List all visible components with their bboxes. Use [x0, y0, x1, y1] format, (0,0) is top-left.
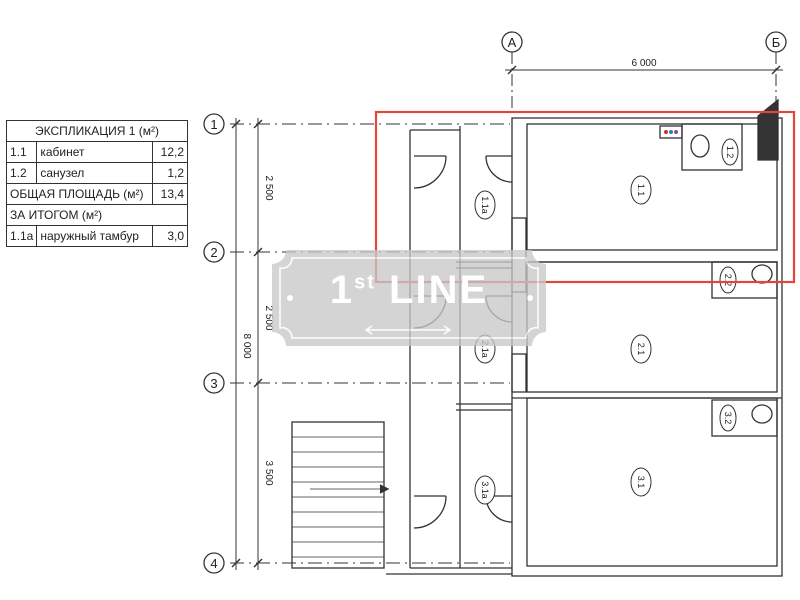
- watermark-main: 1: [329, 268, 355, 312]
- axis-bubble-2: [203, 241, 225, 263]
- highlight-frame: [374, 110, 796, 284]
- door-3-1a-outer: [413, 495, 447, 529]
- room-label-1-1: 1.1: [636, 184, 646, 197]
- watermark-word: LINE: [389, 268, 489, 312]
- row-area: 3,0: [152, 225, 188, 247]
- dim-span-1: 2 500: [263, 175, 274, 200]
- room-label-2-2: 2.2: [723, 274, 733, 287]
- watermark-sup: st: [354, 271, 376, 294]
- explication-table: ЭКСПЛИКАЦИЯ 1 (м²) 1.1 кабинет 12,2 1.2 …: [5, 120, 188, 247]
- axis-bubble-a: [501, 31, 523, 53]
- room-label-3-1: 3.1: [636, 476, 646, 489]
- toilet-icon-1: [690, 134, 710, 158]
- room-3-2-walls: [711, 399, 778, 437]
- watermark: 1st LINE: [268, 246, 550, 350]
- table-row: 1.1 кабинет 12,2: [5, 141, 188, 163]
- row-num: 1.2: [5, 162, 38, 184]
- axis-bubble-1: [203, 113, 225, 135]
- table-row: 1.2 санузел 1,2: [5, 162, 188, 184]
- row-num: 1.1а: [5, 225, 38, 247]
- room-label-3-2: 3.2: [723, 412, 733, 425]
- axis-label-3: 3: [210, 376, 217, 391]
- extra-title: ЗА ИТОГОМ (м²): [6, 204, 188, 226]
- row-area: 12,2: [152, 141, 188, 163]
- building-outline: [511, 117, 783, 577]
- axis-bubble-4: [203, 552, 225, 574]
- ramp-icon: [757, 98, 779, 161]
- axis-label-b: Б: [772, 35, 781, 50]
- stair-arrow-icon: [379, 484, 390, 494]
- axis-label-a: А: [508, 35, 517, 50]
- door-1-1a-inner: [485, 155, 513, 183]
- axis-label-1: 1: [210, 117, 217, 132]
- dim-span-3: 3 500: [263, 460, 274, 485]
- window-2: [511, 353, 527, 393]
- row-name: санузел: [36, 162, 153, 184]
- staircase: [291, 421, 385, 569]
- dim-width-top: 6 000: [631, 58, 656, 69]
- room-3-1-walls: [526, 397, 778, 567]
- row-area: 1,2: [152, 162, 188, 184]
- room-label-3-1a: 3.1а: [480, 481, 490, 499]
- axis-label-4: 4: [210, 556, 217, 571]
- boiler-dots: [664, 130, 678, 134]
- table-row-total: ОБЩАЯ ПЛОЩАДЬ (м²) 13,4: [6, 183, 188, 205]
- room-label-2-1a: 2.1а: [480, 340, 490, 358]
- axis-label-2: 2: [210, 245, 217, 260]
- explication-title: ЭКСПЛИКАЦИЯ 1 (м²): [6, 120, 188, 142]
- watermark-plate: [272, 250, 546, 346]
- room-label-1-1a: 1.1а: [480, 196, 490, 214]
- dim-total: 8 000: [241, 333, 252, 358]
- toilet-icon-2: [751, 264, 773, 284]
- total-value: 13,4: [152, 183, 188, 205]
- room-2-2-walls: [711, 261, 778, 299]
- row-num: 1.1: [5, 141, 38, 163]
- row-name: наружный тамбур: [36, 225, 153, 247]
- dim-span-2: 2 500: [263, 305, 274, 330]
- row-name: кабинет: [36, 141, 153, 163]
- axis-bubble-3: [203, 372, 225, 394]
- watermark-text: 1st LINE: [268, 268, 550, 313]
- room-label-2-1: 2.1: [636, 343, 646, 356]
- boiler-icon: [659, 125, 683, 139]
- toilet-icon-3: [751, 404, 773, 424]
- room-label-1-2: 1.2: [725, 146, 735, 159]
- total-label: ОБЩАЯ ПЛОЩАДЬ (м²): [6, 183, 153, 205]
- door-1-1a-outer: [413, 155, 447, 189]
- axis-bubble-b: [765, 31, 787, 53]
- room-1-2-walls: [681, 123, 743, 171]
- table-row: 1.1а наружный тамбур 3,0: [5, 225, 188, 247]
- room-1-1-walls: [526, 123, 778, 251]
